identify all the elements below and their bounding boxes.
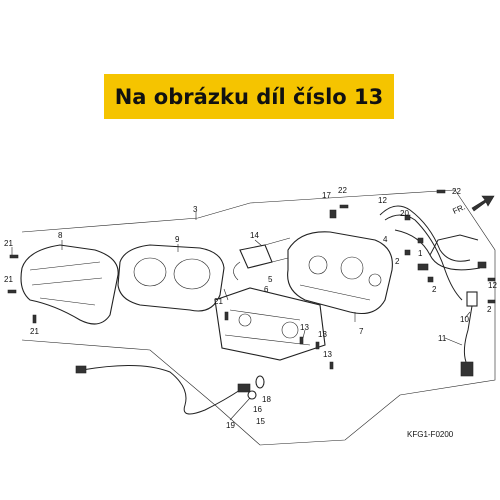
lens-cover [20, 240, 119, 325]
callout-3: 3 [193, 205, 198, 214]
callout-2: 2 [395, 257, 400, 266]
callout-4: 4 [383, 235, 388, 244]
callout-12: 12 [488, 281, 497, 290]
speedometer-cable [75, 365, 251, 415]
callout-numbers: 3 8 9 14 5 21 21 21 21 17 22 22 7 6 12 1… [4, 186, 497, 430]
gear-set [229, 375, 265, 421]
banner-text: Na obrázku díl číslo 13 [114, 84, 384, 109]
callout-21: 21 [4, 275, 13, 284]
leader-lines [11, 212, 471, 346]
callout-21: 21 [30, 327, 39, 336]
front-direction-arrow: FR. [451, 195, 495, 216]
callout-5: 5 [268, 275, 273, 284]
callout-17: 17 [322, 191, 331, 200]
callout-20: 20 [400, 209, 409, 218]
cable-10 [460, 291, 478, 377]
callout-1: 1 [418, 249, 423, 258]
screws [7, 189, 496, 370]
callout-22: 22 [338, 186, 347, 195]
callout-19: 19 [226, 421, 235, 430]
callout-16: 16 [253, 405, 262, 414]
callout-2: 2 [432, 285, 437, 294]
reference-code: KFG1-F0200 [407, 430, 454, 439]
callout-2: 2 [487, 305, 492, 314]
callout-7: 7 [359, 327, 364, 336]
callout-13: 13 [323, 350, 332, 359]
callout-8: 8 [58, 231, 63, 240]
callout-9: 9 [175, 235, 180, 244]
wire-harness [379, 205, 487, 301]
connector-block [233, 237, 291, 281]
callout-18: 18 [262, 395, 271, 404]
callout-12: 12 [378, 196, 387, 205]
callout-11: 11 [438, 334, 447, 343]
part-number-banner: Na obrázku díl číslo 13 [104, 74, 394, 119]
callout-6: 6 [264, 285, 269, 294]
callout-13: 13 [300, 323, 309, 332]
bezel-panel [117, 244, 225, 312]
callout-14: 14 [250, 231, 259, 240]
callout-21: 21 [4, 239, 13, 248]
callout-21: 21 [214, 297, 223, 306]
assembly-frame [21, 189, 496, 446]
meter-case [287, 231, 393, 322]
circuit-board [214, 287, 326, 361]
callout-10: 10 [460, 315, 469, 324]
callout-22: 22 [452, 187, 461, 196]
callout-15: 15 [256, 417, 265, 426]
callout-13: 13 [318, 330, 327, 339]
